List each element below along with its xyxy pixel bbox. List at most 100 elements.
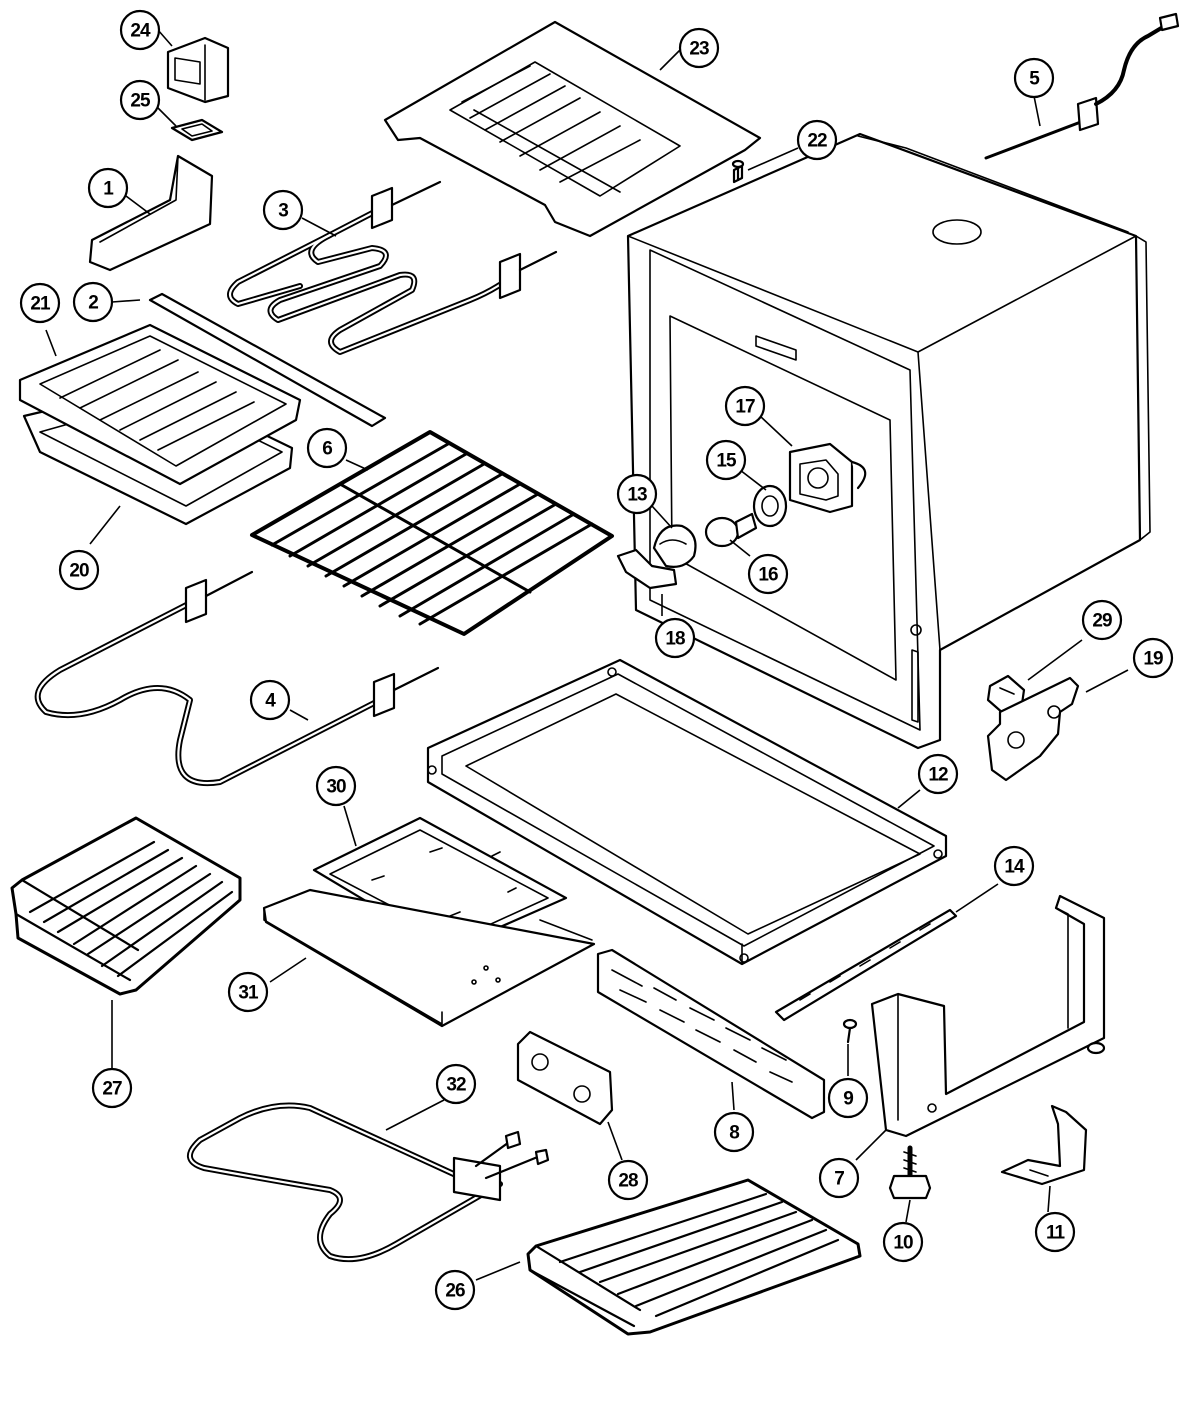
svg-text:10: 10: [893, 1233, 913, 1254]
part-broiler-pan: [18, 323, 302, 526]
svg-text:4: 4: [265, 691, 276, 712]
callout-2: 2: [72, 281, 114, 323]
callout-19: 19: [1132, 637, 1174, 679]
part-rack-small: [10, 816, 242, 996]
callout-12: 12: [917, 753, 959, 795]
part-anti-tip-bracket: [1000, 1104, 1088, 1186]
svg-text:26: 26: [445, 1281, 465, 1302]
svg-text:28: 28: [618, 1171, 638, 1192]
callout-16: 16: [747, 553, 789, 595]
leader-16: [729, 539, 751, 557]
svg-text:24: 24: [130, 21, 151, 42]
svg-text:3: 3: [278, 201, 288, 222]
callout-20: 20: [58, 549, 100, 591]
callout-31: 31: [227, 971, 269, 1013]
callout-17: 17: [724, 385, 766, 427]
svg-text:18: 18: [665, 629, 685, 650]
part-temp-sensor: [984, 12, 1180, 160]
callout-5: 5: [1013, 57, 1055, 99]
callout-22: 22: [796, 119, 838, 161]
svg-text:6: 6: [322, 439, 332, 460]
leader-1: [125, 195, 151, 215]
callout-1: 1: [87, 167, 129, 209]
svg-text:7: 7: [834, 1169, 844, 1190]
callout-10: 10: [882, 1221, 924, 1263]
svg-text:2: 2: [88, 293, 98, 314]
leader-30: [343, 805, 357, 847]
svg-text:20: 20: [69, 561, 89, 582]
part-leveling-leg: [888, 1145, 932, 1200]
leader-10: [905, 1199, 911, 1223]
part-screw: [731, 159, 745, 184]
part-bracket-plate: [986, 676, 1080, 782]
leader-25: [157, 107, 177, 127]
callout-13: 13: [616, 473, 658, 515]
part-light-bulb: [704, 512, 758, 548]
part-oven-bottom: [426, 658, 948, 966]
svg-text:27: 27: [102, 1079, 122, 1100]
leader-12: [897, 789, 921, 809]
part-drawer-bottom: [262, 888, 596, 1028]
leader-15: [739, 469, 767, 491]
svg-text:22: 22: [807, 131, 827, 152]
part-lower-element: [187, 1102, 550, 1263]
callout-30: 30: [315, 765, 357, 807]
leader-28: [607, 1121, 623, 1161]
part-hinge-rod: [774, 908, 958, 1022]
part-bracket: [88, 154, 214, 272]
callout-14: 14: [993, 845, 1035, 887]
leader-lines: [45, 29, 1129, 1281]
part-broil-element: [227, 180, 558, 355]
callout-11: 11: [1034, 1211, 1076, 1253]
callout-25: 25: [119, 79, 161, 121]
callout-4: 4: [249, 679, 291, 721]
leader-5: [1033, 95, 1041, 127]
svg-text:23: 23: [689, 39, 709, 60]
leader-19: [1085, 669, 1129, 693]
leader-13: [651, 505, 673, 529]
svg-text:11: 11: [1046, 1223, 1066, 1244]
callout-27: 27: [91, 1067, 133, 1109]
svg-text:21: 21: [30, 294, 51, 315]
svg-text:5: 5: [1029, 69, 1040, 90]
leader-3: [301, 217, 337, 237]
part-light-receptacle: [752, 484, 788, 528]
callout-28: 28: [607, 1159, 649, 1201]
callout-3: 3: [262, 189, 304, 231]
svg-text:31: 31: [238, 983, 259, 1004]
callout-23: 23: [678, 27, 720, 69]
leader-24: [157, 29, 173, 47]
leader-14: [955, 883, 999, 913]
callout-26: 26: [434, 1269, 476, 1311]
part-strip: [148, 292, 387, 428]
callout-32: 32: [435, 1063, 477, 1105]
part-heat-shield: [383, 20, 762, 238]
callout-29: 29: [1081, 599, 1123, 641]
part-light-socket: [788, 442, 867, 514]
svg-text:30: 30: [326, 777, 346, 798]
leader-11: [1047, 1185, 1051, 1213]
part-small-plate: [170, 118, 224, 142]
part-oven-cavity: [626, 132, 1151, 750]
callout-21: 21: [19, 282, 61, 324]
part-screw-small: [842, 1018, 858, 1044]
part-bake-element: [34, 570, 440, 787]
svg-text:16: 16: [758, 565, 778, 586]
svg-text:13: 13: [627, 485, 647, 506]
part-side-bracket: [870, 894, 1106, 1138]
leader-8: [731, 1081, 735, 1111]
callout-24: 24: [119, 9, 161, 51]
svg-text:25: 25: [130, 91, 151, 112]
callout-15: 15: [705, 439, 747, 481]
leader-31: [269, 957, 307, 983]
leader-29: [1027, 639, 1083, 681]
callout-7: 7: [818, 1157, 860, 1199]
svg-text:32: 32: [446, 1075, 466, 1096]
leader-20: [89, 505, 121, 545]
leader-17: [759, 415, 793, 447]
leader-23: [659, 47, 683, 71]
svg-text:12: 12: [928, 765, 948, 786]
part-drawer-bracket: [516, 1030, 614, 1126]
callout-6: 6: [306, 427, 348, 469]
